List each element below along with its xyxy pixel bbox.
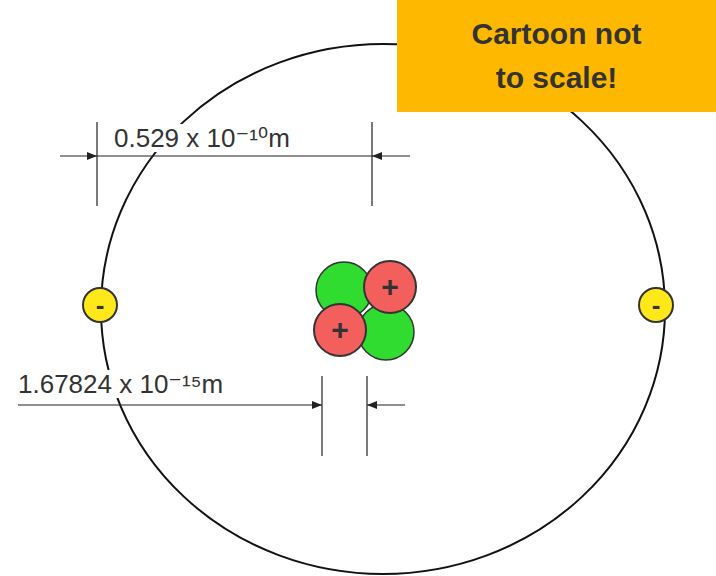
electron: - (638, 287, 674, 323)
electron-circle (639, 288, 673, 322)
orbit-circle (101, 44, 665, 574)
dimension-label: 0.529 x 10⁻¹⁰m (112, 124, 292, 152)
electron: - (82, 287, 118, 323)
electron-circle (83, 288, 117, 322)
charge-sign: - (96, 292, 105, 318)
charge-sign: + (381, 272, 399, 302)
dimension-label: 1.67824 x 10⁻¹⁵m (16, 370, 225, 398)
proton: + (313, 303, 367, 357)
charge-sign: + (331, 315, 349, 345)
dimension-lines (18, 122, 410, 456)
note-box: Cartoon not to scale! (397, 0, 716, 112)
proton-circle (364, 261, 416, 313)
charge-sign: - (652, 292, 661, 318)
proton: + (363, 260, 417, 314)
note-text: Cartoon not to scale! (459, 12, 654, 100)
proton-circle (314, 304, 366, 356)
